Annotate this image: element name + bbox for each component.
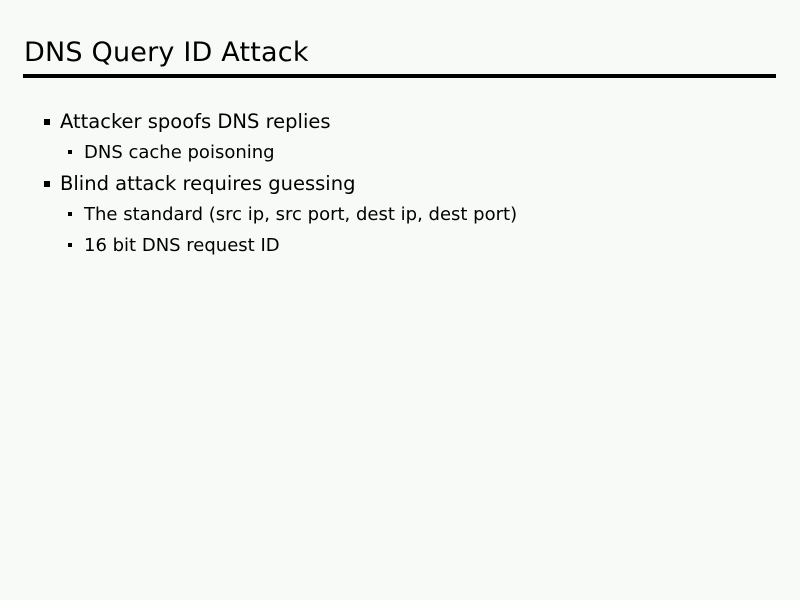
list-item-label: The standard (src ip, src port, dest ip,…: [84, 204, 518, 225]
square-bullet-icon: [68, 212, 72, 216]
list-item-label: Attacker spoofs DNS replies: [60, 110, 331, 133]
square-bullet-icon: [44, 119, 50, 125]
slide-title-block: DNS Query ID Attack: [24, 36, 776, 69]
list-item: The standard (src ip, src port, dest ip,…: [0, 203, 800, 234]
list-item: Attacker spoofs DNS replies: [0, 110, 800, 141]
square-bullet-icon: [68, 150, 72, 154]
list-item: DNS cache poisoning: [0, 141, 800, 172]
list-item-label: 16 bit DNS request ID: [84, 235, 280, 256]
list-item-label: DNS cache poisoning: [84, 142, 275, 163]
slide-body: Attacker spoofs DNS replies DNS cache po…: [0, 110, 800, 265]
list-item: 16 bit DNS request ID: [0, 234, 800, 265]
square-bullet-icon: [68, 243, 72, 247]
page-title: DNS Query ID Attack: [24, 37, 309, 68]
square-bullet-icon: [44, 181, 50, 187]
list-item: Blind attack requires guessing: [0, 172, 800, 203]
list-item-label: Blind attack requires guessing: [60, 172, 356, 195]
title-divider-rule: [23, 74, 776, 78]
